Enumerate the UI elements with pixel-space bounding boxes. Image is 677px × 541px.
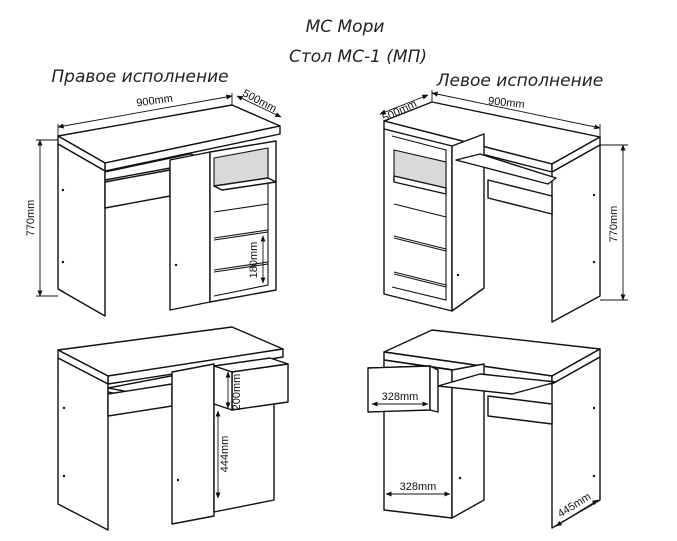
desk-right-drawer xyxy=(57,326,289,531)
left-version-heading: Левое исполнение xyxy=(436,71,604,91)
rv-drawer-height-label: 200mm xyxy=(231,374,243,411)
desk-right-shelves xyxy=(36,93,282,317)
rv-door-height-label: 444mm xyxy=(219,436,231,473)
rv-width-label: 900mm xyxy=(136,93,174,110)
product-name: Стол МС-1 (МП) xyxy=(289,47,427,67)
desk-left-drawer xyxy=(367,329,601,529)
lv-door-width-label: 328mm xyxy=(400,481,437,493)
model-name: МС Мори xyxy=(306,17,385,37)
desk-left-shelves xyxy=(379,90,628,323)
lv-height-label: 770mm xyxy=(608,206,620,243)
rv-shelf-gap-label: 180mm xyxy=(248,242,260,279)
right-version-heading: Правое исполнение xyxy=(51,67,228,87)
rv-height-label: 770mm xyxy=(25,200,37,237)
lv-drawer-width-label: 328mm xyxy=(382,391,419,403)
lv-width-label: 900mm xyxy=(487,95,525,111)
